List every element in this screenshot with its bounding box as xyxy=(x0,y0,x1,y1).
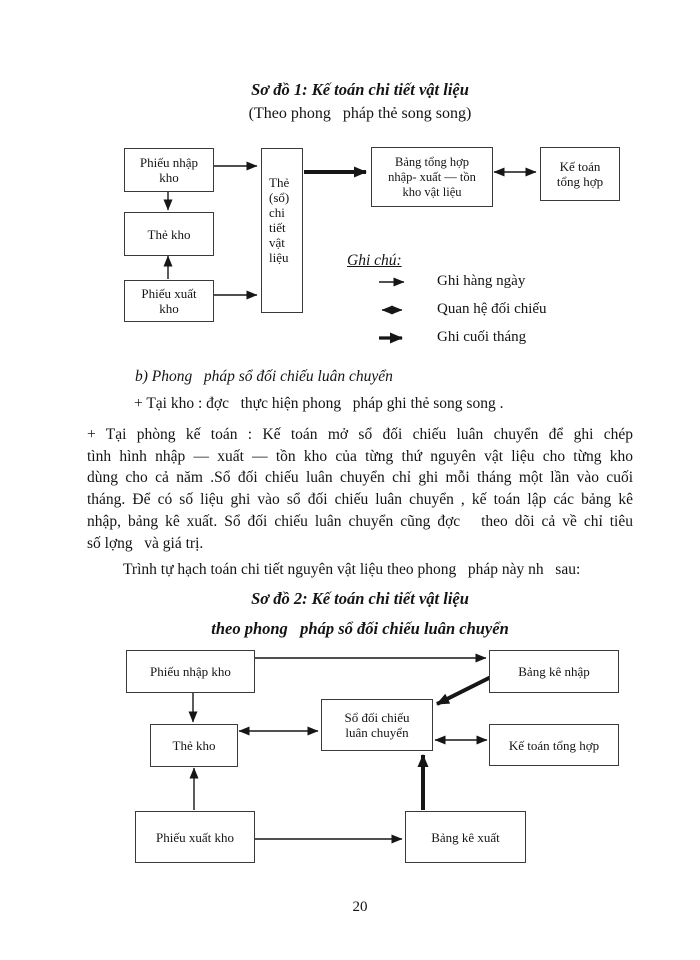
box-the-kho-2: Thẻ kho xyxy=(150,724,238,767)
paragraph-line: nhập, bảng kê xuất. Sổ đối chiếu luân ch… xyxy=(87,512,633,530)
box-phieu-xuat-kho-1: Phiếu xuất kho xyxy=(124,280,214,322)
section1-subtitle: (Theo phong pháp thẻ song song) xyxy=(248,105,472,122)
paragraph-line: tình hình nhập — xuất — tồn kho của từng… xyxy=(87,447,633,465)
box-so-doi-chieu-luan-chuyen: Sổ đối chiếu luân chuyển xyxy=(321,699,433,751)
box-phieu-nhap-kho-1: Phiếu nhập kho xyxy=(124,148,214,192)
paragraph-line: dùng cho cả năm .Sổ đối chiếu luân chuyể… xyxy=(87,469,633,487)
box-phieu-nhap-kho-2: Phiếu nhập kho xyxy=(126,650,255,693)
box-ke-toan-tong-hop-2: Kế toán tổng hợp xyxy=(489,724,619,766)
box-bang-ke-xuat: Bảng kê xuất xyxy=(405,811,526,863)
line-trinh-tu: Trình tự hạch toán chi tiết nguyên vật l… xyxy=(123,561,581,578)
box-phieu-xuat-kho-2: Phiếu xuất kho xyxy=(135,811,255,863)
section2-subtitle: theo phong pháp sổ đối chiếu luân chuyển xyxy=(211,619,509,638)
box-the-kho-1: Thẻ kho xyxy=(124,212,214,256)
box-the-so-chi-tiet-vat-lieu: Thẻ (sổ) chi tiết vật liệu xyxy=(261,148,303,313)
section1-title: Sơ đồ 1: Kế toán chi tiết vật liệu xyxy=(251,80,469,99)
paragraph-line: số lợng và giá trị. xyxy=(87,534,204,552)
diagram-1: Phiếu nhập kho Thẻ kho Phiếu xuất kho Th… xyxy=(0,145,700,360)
legend-item-monthly: Ghi cuối tháng xyxy=(437,329,527,345)
legend-item-reconcile: Quan hệ đối chiếu xyxy=(437,301,547,317)
box-bang-ke-nhap: Bảng kê nhập xyxy=(489,650,619,693)
paragraph-line: + Tại phòng kế toán : Kế toán mở sổ đối … xyxy=(87,426,633,443)
diagram-2: Phiếu nhập kho Bảng kê nhập Sổ đối chiếu… xyxy=(0,645,700,880)
legend-title: Ghi chú: xyxy=(347,252,402,269)
box-ke-toan-tong-hop-1: Kế toán tổng hợp xyxy=(540,147,620,201)
line-tai-kho: + Tại kho : đợc thực hiện phong pháp ghi… xyxy=(134,395,504,412)
body-paragraph: + Tại phòng kế toán : Kế toán mở sổ đối … xyxy=(87,424,633,554)
paragraph-line: tháng. Để có số liệu ghi vào sổ đối chiế… xyxy=(87,491,633,509)
heading-b: b) Phong pháp sổ đối chiếu luân chuyển xyxy=(135,368,393,385)
page-number: 20 xyxy=(352,899,368,915)
legend-item-daily: Ghi hàng ngày xyxy=(437,273,526,289)
box-bang-tong-hop: Bảng tổng hợp nhập- xuất — tồn kho vật l… xyxy=(371,147,493,207)
arrow-bangkenhap-to-sodoichieu xyxy=(436,675,492,706)
section2-title: Sơ đồ 2: Kế toán chi tiết vật liệu xyxy=(251,589,469,608)
